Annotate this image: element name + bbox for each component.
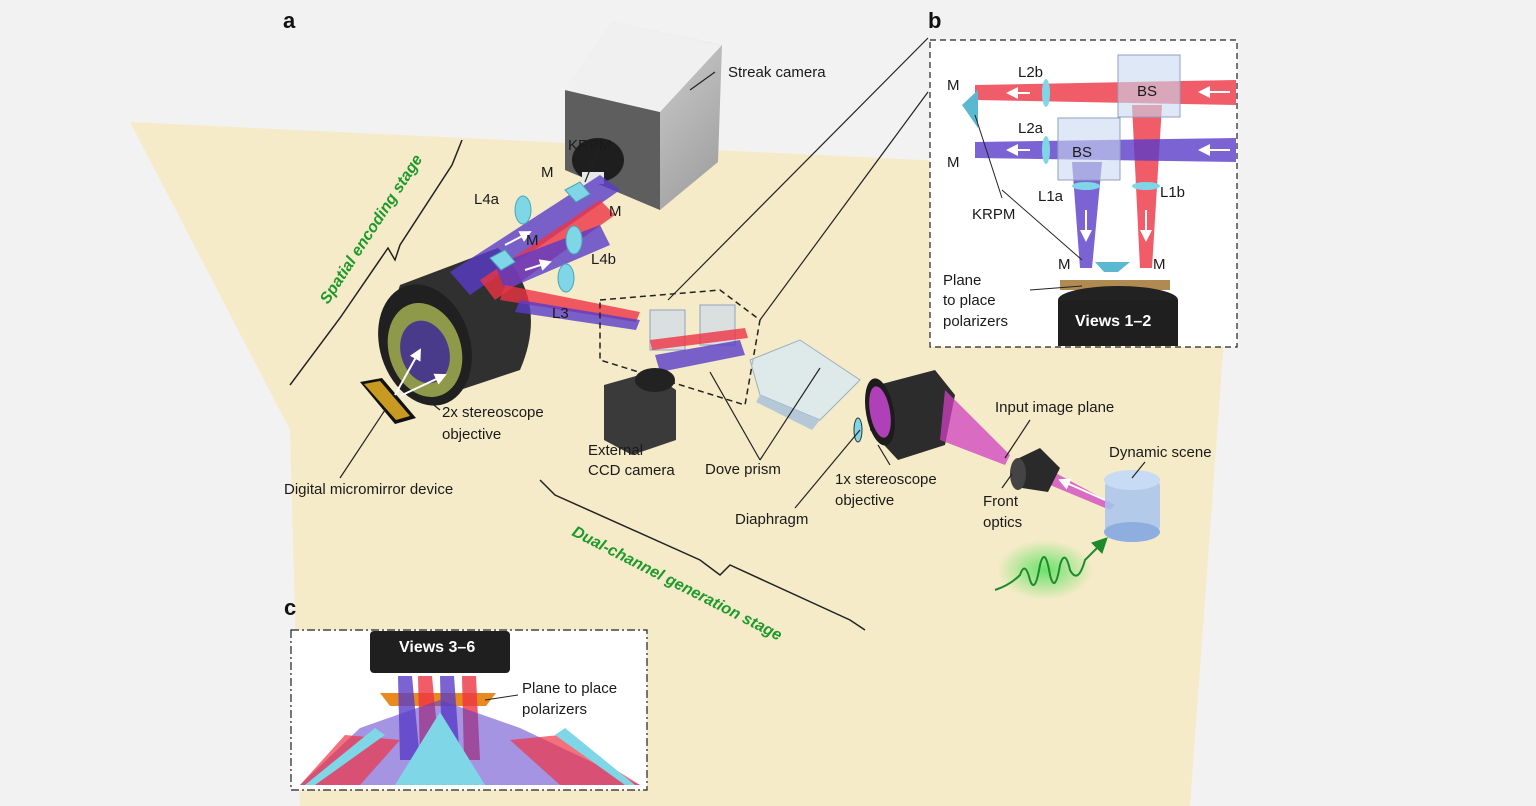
panel-c-plane-line1: Plane to place <box>522 680 617 697</box>
panel-b-l2a: L2a <box>1018 120 1044 137</box>
stereoscope-objective-1x <box>865 370 955 460</box>
panel-a-label: a <box>283 8 296 33</box>
panel-b-plane-line2: to place <box>943 292 996 309</box>
panel-b-m-right: M <box>1153 256 1166 273</box>
panel-b-m-left: M <box>1058 256 1071 273</box>
panel-b-bs-top: BS <box>1137 83 1157 100</box>
panel-b-label: b <box>928 8 941 33</box>
panel-b-bs-mid: BS <box>1072 144 1092 161</box>
label-m-1: M <box>541 164 554 181</box>
label-dove-prism: Dove prism <box>705 461 781 478</box>
panel-c <box>290 629 648 791</box>
label-m-3: M <box>526 232 539 249</box>
label-l4b: L4b <box>591 251 616 268</box>
label-ext-ccd-line1: External <box>588 442 643 459</box>
label-stereo-2x-line1: 2x stereoscope <box>442 404 544 421</box>
panel-b <box>929 39 1238 348</box>
label-stereo-2x-line2: objective <box>442 426 501 443</box>
panel-b-views: Views 1–2 <box>1075 313 1151 330</box>
panel-b-l1a: L1a <box>1038 188 1064 205</box>
panel-c-plane-line2: polarizers <box>522 701 587 718</box>
label-stereo-1x-line2: objective <box>835 492 894 509</box>
digital-micromirror-device <box>360 378 416 424</box>
spatial-stage-bracket <box>289 139 463 386</box>
panel-b-m-mid: M <box>947 154 960 171</box>
leader-lines <box>339 71 1146 509</box>
label-l3: L3 <box>552 305 569 322</box>
encoding-beams <box>394 175 640 397</box>
panel-b-plane-line1: Plane <box>943 272 981 289</box>
diaphragm <box>853 417 863 443</box>
dove-prism <box>749 339 861 430</box>
panel-b-l2b: L2b <box>1018 64 1043 81</box>
panel-b-l1b: L1b <box>1160 184 1185 201</box>
label-stereo-1x-line1: 1x stereoscope <box>835 471 937 488</box>
label-l4a: L4a <box>474 191 500 208</box>
label-input-image-plane: Input image plane <box>995 399 1114 416</box>
label-dynamic-scene: Dynamic scene <box>1109 444 1212 461</box>
label-dmd: Digital micromirror device <box>284 481 453 498</box>
dual-stage-bracket <box>539 479 866 631</box>
stereoscope-objective-2x <box>378 248 531 406</box>
front-optics <box>1010 448 1060 492</box>
label-front-optics-line1: Front <box>983 493 1019 510</box>
streak-camera <box>565 22 722 210</box>
laser-pulse <box>994 537 1108 600</box>
label-m-2: M <box>609 203 622 220</box>
imaging-beam <box>940 390 1115 510</box>
panel-c-views: Views 3–6 <box>399 639 475 656</box>
panel-b-plane-line3: polarizers <box>943 313 1008 330</box>
external-ccd-camera <box>604 368 676 455</box>
label-front-optics-line2: optics <box>983 514 1022 531</box>
panel-b-m-top: M <box>947 77 960 94</box>
panel-b-krpm: KRPM <box>972 206 1015 223</box>
inset-connectors <box>667 37 929 321</box>
dual-channel-module <box>599 289 761 406</box>
label-streak-camera: Streak camera <box>728 64 826 81</box>
panel-c-label: c <box>284 595 296 620</box>
label-ext-ccd-line2: CCD camera <box>588 462 675 479</box>
lens-group <box>489 181 591 293</box>
dynamic-scene <box>1104 470 1160 542</box>
label-diaphragm: Diaphragm <box>735 511 808 528</box>
label-krpm: KRPM <box>568 137 611 154</box>
